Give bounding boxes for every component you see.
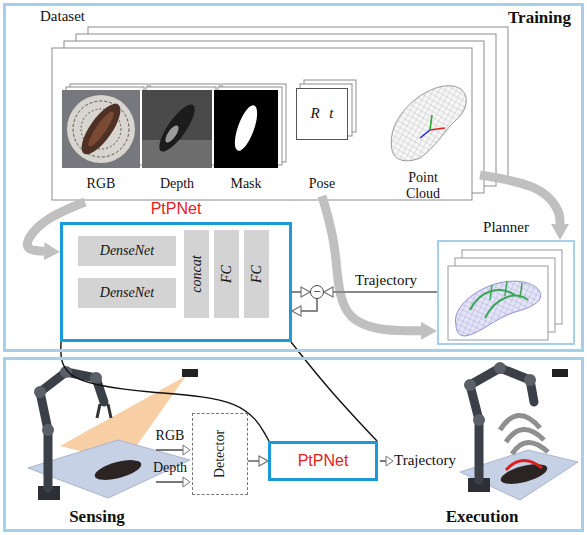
detector-box: Detector — [192, 413, 248, 495]
rgb-shoe-detail — [85, 109, 117, 149]
shoe — [93, 456, 144, 484]
robot-joint — [464, 379, 476, 391]
robot-joint — [473, 414, 485, 426]
output-arrowhead — [386, 456, 393, 466]
detector-label: Detector — [212, 430, 228, 478]
output-arrow — [380, 460, 386, 462]
axis-y — [430, 115, 432, 130]
axis-x — [430, 128, 445, 130]
data-flow-arrow — [480, 175, 560, 224]
robot-joint — [34, 386, 46, 398]
image-label: Mask — [216, 176, 276, 192]
layer-block: DenseNet — [78, 278, 176, 308]
network-label: PtPNet — [298, 452, 349, 470]
planner-trajectory — [470, 290, 528, 318]
shoe — [499, 460, 550, 488]
rgb-turntable — [67, 95, 135, 163]
dataset-title: Dataset — [40, 8, 85, 25]
layer-label: DenseNet — [100, 285, 154, 301]
camera — [552, 369, 568, 377]
planner-title: Planner — [439, 219, 573, 236]
depth-floor — [142, 140, 212, 168]
image-label: Point Cloud — [393, 170, 453, 202]
layer-block: FC — [244, 230, 269, 318]
rgb-shoe — [75, 98, 127, 160]
signal-arrow — [301, 299, 317, 311]
mask-image — [214, 90, 278, 168]
layer-label: DenseNet — [100, 243, 154, 259]
signal-label: RGB — [150, 428, 190, 444]
planner-box: Planner — [437, 240, 575, 345]
robot-joint — [524, 374, 536, 386]
gripper-poses — [500, 415, 548, 454]
planner-waypoints — [490, 281, 522, 300]
robot-joint — [494, 362, 506, 374]
rgb-image — [62, 90, 140, 168]
robot-joint — [90, 372, 102, 384]
signal-label: Depth — [148, 460, 192, 476]
robot-arm — [40, 372, 104, 488]
image-label: Depth — [147, 176, 207, 192]
depth-image — [142, 90, 212, 168]
network-box: PtPNet — [268, 441, 378, 481]
point-cloud — [391, 86, 466, 161]
depth-shoe-detail — [163, 124, 181, 145]
signal-arrow — [292, 291, 301, 293]
signal-arrow — [248, 460, 259, 462]
network-title: PtPNet — [63, 200, 289, 218]
planner-cloud — [455, 281, 540, 336]
edge-label: Trajectory — [353, 272, 419, 289]
planner-image — [448, 266, 548, 340]
robot-joint — [60, 366, 72, 378]
layer-block: DenseNet — [78, 236, 176, 266]
image-label: RGB — [71, 176, 131, 192]
deployment-panel: Sensing Execution Detector PtPNet — [3, 357, 584, 532]
depth-shoe — [154, 100, 201, 156]
mask-blob — [230, 103, 261, 154]
data-flow-arrow — [322, 196, 421, 331]
panel-title: Training — [508, 8, 571, 28]
robot-joint — [42, 424, 54, 436]
pose-symbol: R t — [296, 88, 348, 140]
gripper — [97, 404, 111, 418]
layer-label: concat — [188, 255, 204, 292]
network-box: PtPNetDenseNetDenseNetconcatFCFC — [60, 222, 292, 342]
layer-block: FC — [214, 230, 239, 318]
pose-label: Pose — [292, 176, 352, 192]
layer-label: FC — [248, 265, 264, 283]
layer-block: concat — [184, 230, 209, 318]
axis-z — [420, 130, 430, 138]
output-label: Trajectory — [390, 452, 460, 469]
minus-circle: − — [310, 285, 324, 299]
layer-label: FC — [218, 265, 234, 283]
rgb-pattern — [73, 101, 129, 157]
pose-card: R t Pose — [292, 84, 352, 196]
minus-sign: − — [313, 285, 320, 298]
trajectory-path — [506, 460, 542, 470]
signal-arrow — [333, 291, 437, 293]
robot-arm — [470, 368, 534, 480]
stage-label: Execution — [422, 507, 542, 527]
camera — [182, 369, 198, 377]
stage-label: Sensing — [37, 507, 157, 527]
